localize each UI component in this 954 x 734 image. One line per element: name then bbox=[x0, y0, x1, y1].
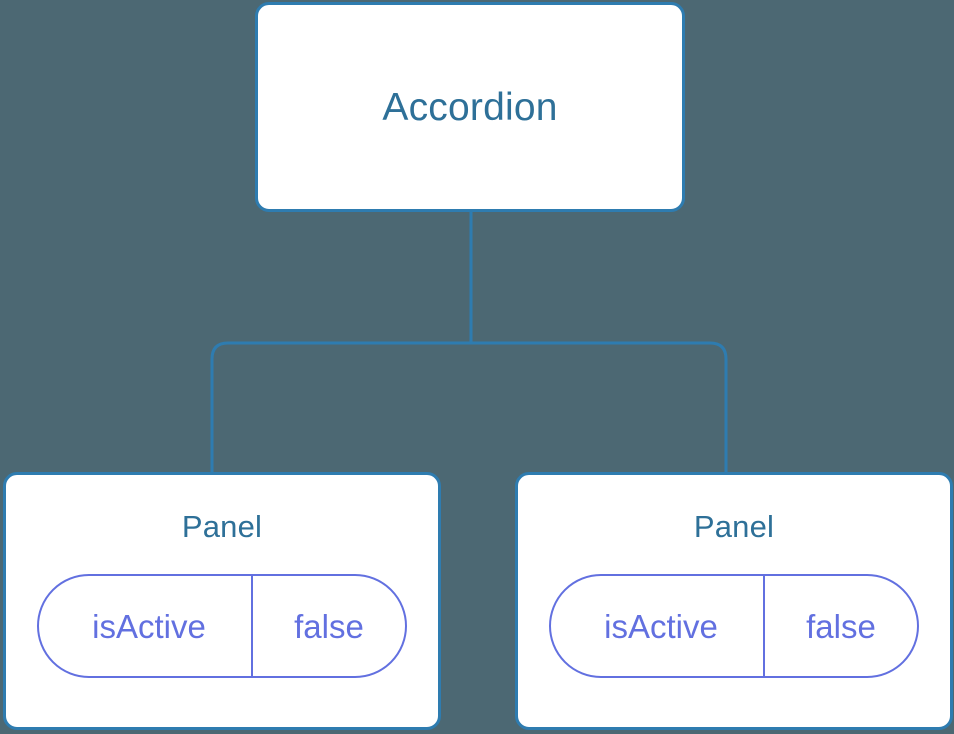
node-panel-2[interactable]: Panel isActive false bbox=[515, 472, 953, 730]
edge-to-panel-1 bbox=[210, 341, 471, 474]
prop-value: false bbox=[294, 607, 364, 645]
prop-badge[interactable]: isActive false bbox=[37, 574, 407, 678]
node-accordion[interactable]: Accordion bbox=[255, 2, 685, 212]
node-title: Accordion bbox=[382, 85, 558, 129]
node-title: Panel bbox=[693, 509, 775, 544]
prop-key: isActive bbox=[39, 576, 253, 676]
prop-key: isActive bbox=[551, 576, 765, 676]
prop-badge[interactable]: isActive false bbox=[549, 574, 919, 678]
prop-value: false bbox=[806, 607, 876, 645]
node-panel-1[interactable]: Panel isActive false bbox=[3, 472, 441, 730]
node-title: Panel bbox=[181, 509, 263, 544]
edge-to-panel-2 bbox=[471, 341, 728, 474]
